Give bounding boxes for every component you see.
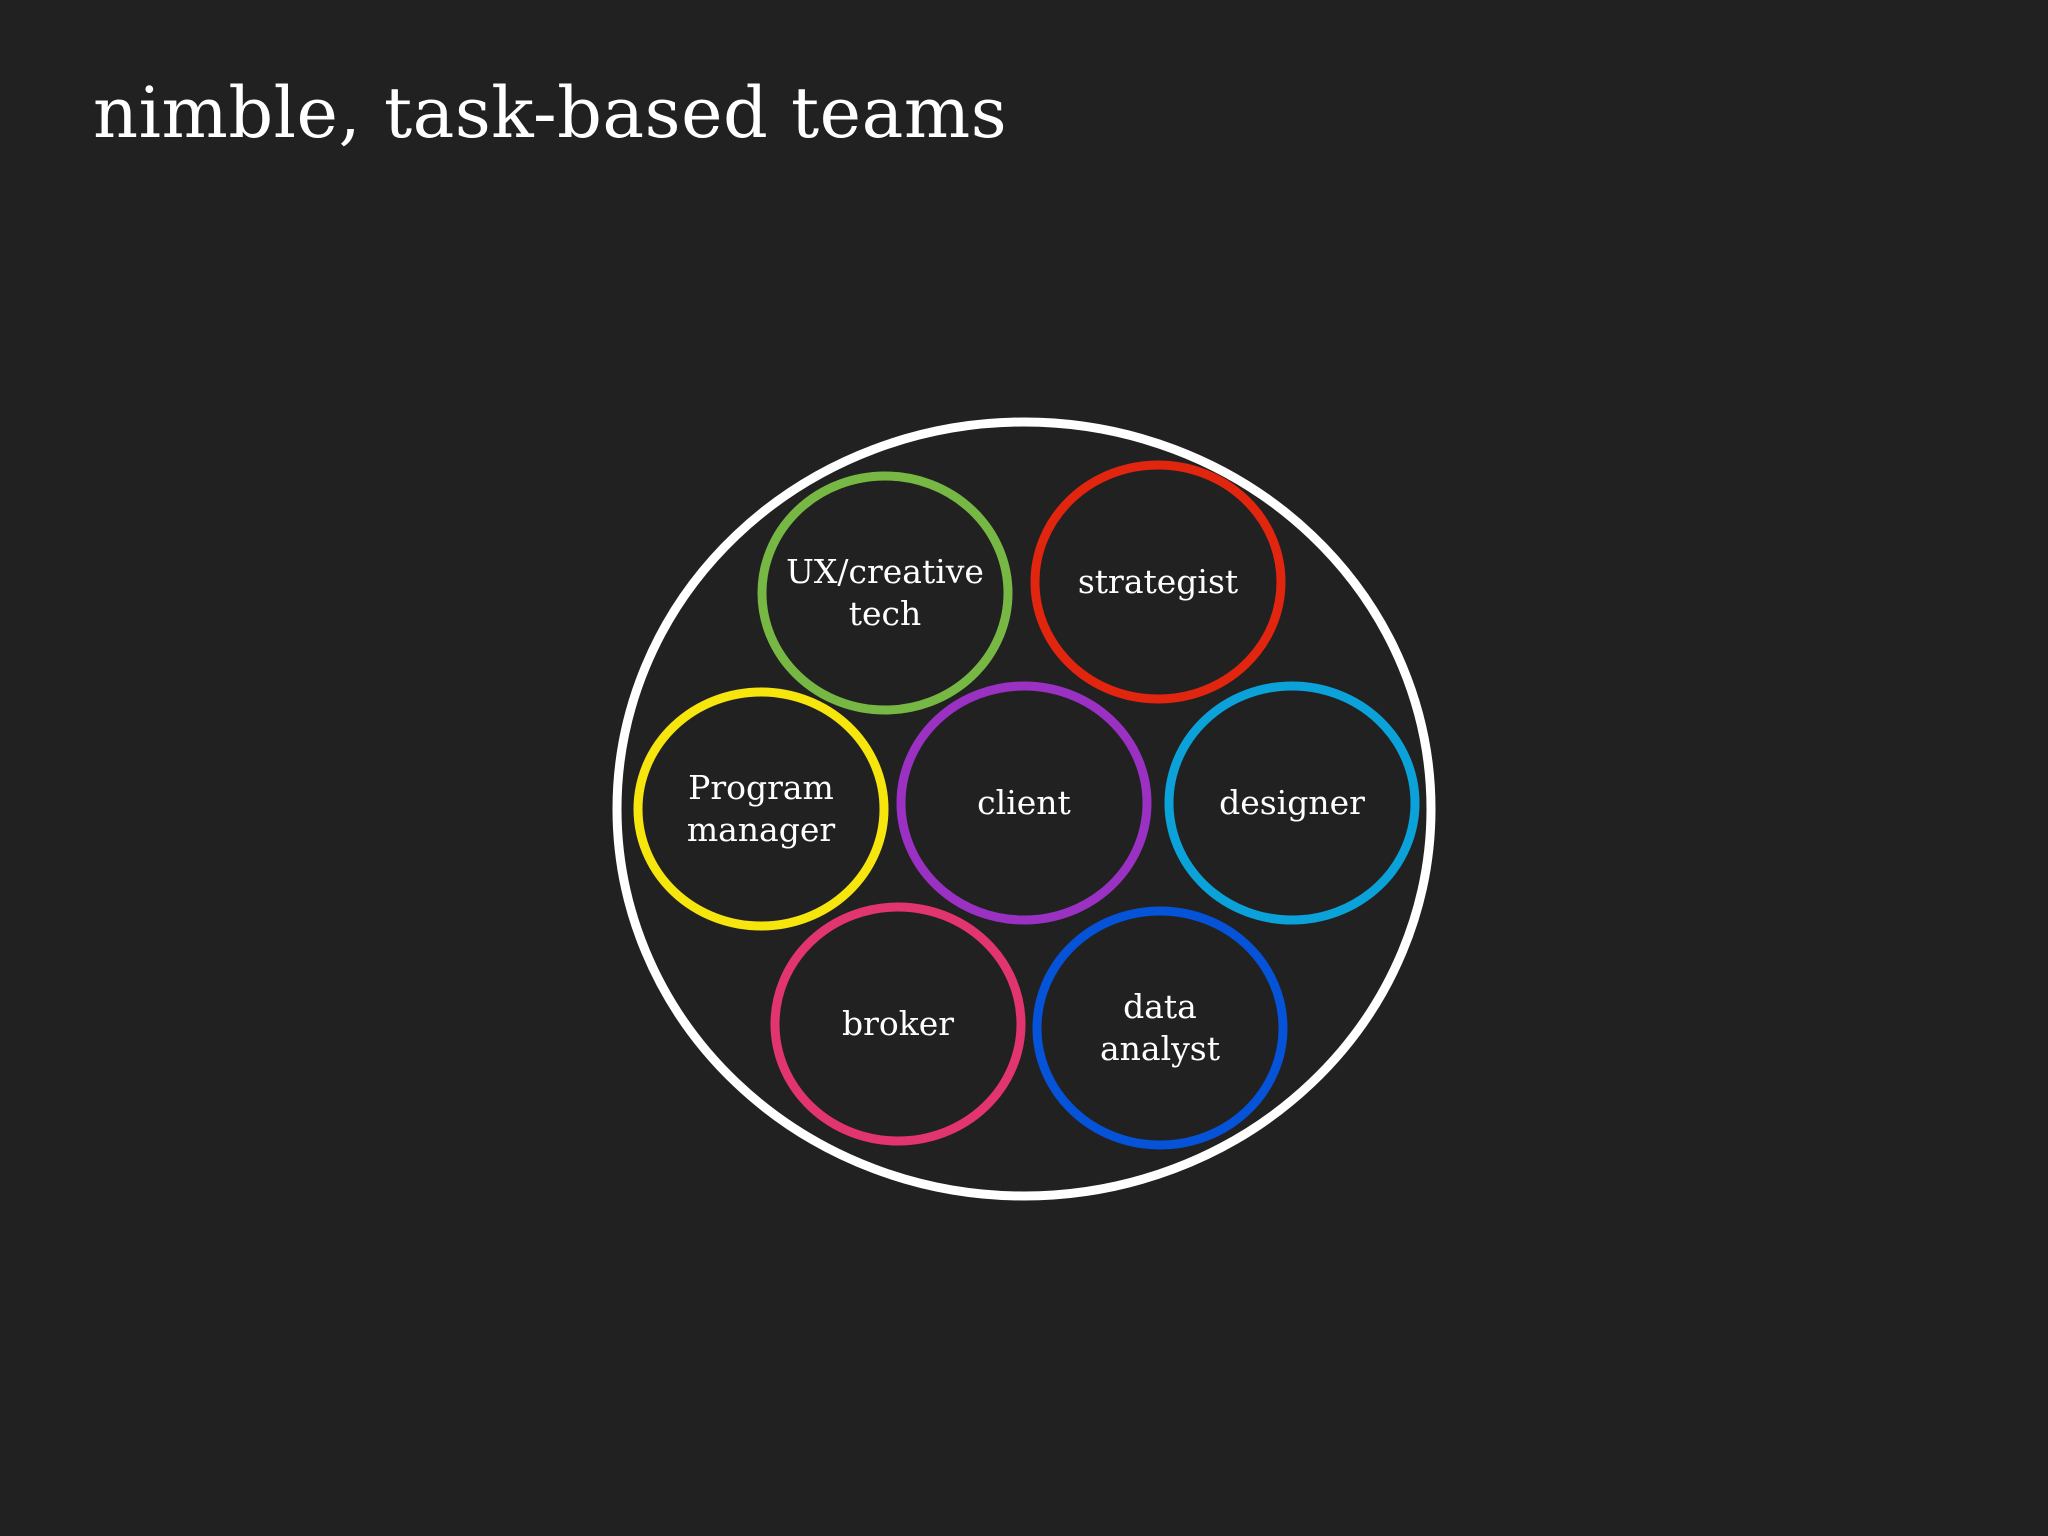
role-node-designer: designer: [1164, 681, 1420, 925]
role-label-line: client: [977, 783, 1071, 822]
role-label-line: broker: [842, 1004, 954, 1043]
role-label: designer: [1219, 783, 1365, 822]
role-label-line: analyst: [1100, 1029, 1220, 1068]
role-circle: [1030, 460, 1286, 704]
role-circle: [633, 687, 889, 931]
role-node-broker: broker: [770, 902, 1026, 1146]
role-label-line: strategist: [1078, 562, 1238, 601]
role-label-line: data: [1123, 987, 1197, 1026]
role-label-line: manager: [687, 810, 836, 849]
role-label-line: tech: [849, 594, 922, 633]
role-label-line: UX/creative: [786, 552, 984, 591]
role-node-client: client: [896, 681, 1152, 925]
role-node-strategist: strategist: [1030, 460, 1286, 704]
role-circle: [896, 681, 1152, 925]
role-label: strategist: [1078, 562, 1238, 601]
slide-title: nimble, task-based teams: [93, 72, 1008, 154]
role-label-line: Program: [688, 768, 834, 807]
team-container-circle: [612, 417, 1436, 1201]
role-label: client: [977, 783, 1071, 822]
role-circle: [1164, 681, 1420, 925]
role-label-line: designer: [1219, 783, 1365, 822]
role-circle: [770, 902, 1026, 1146]
role-circle: [757, 471, 1013, 715]
role-label: broker: [842, 1004, 954, 1043]
role-circle: [1032, 906, 1288, 1150]
